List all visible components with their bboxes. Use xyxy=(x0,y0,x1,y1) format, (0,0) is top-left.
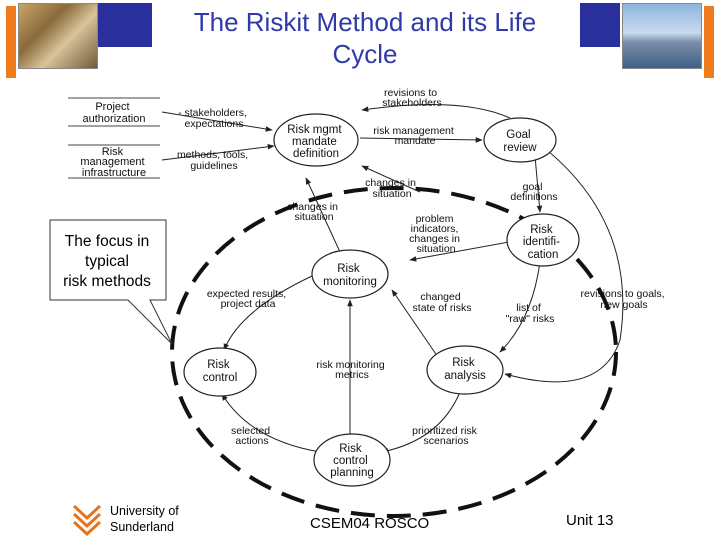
label-goal-definitions: goal definitions xyxy=(510,181,557,203)
node-goal-review-text: Goal review xyxy=(503,129,537,154)
callout-line-1: The focus in xyxy=(64,233,150,250)
label-monitoring-metrics: risk monitoring metrics xyxy=(316,359,387,381)
node-control xyxy=(183,347,257,397)
title-line-1: The Riskit Method and its Life xyxy=(193,7,537,37)
label-expected-results: expected results, project data xyxy=(207,288,289,310)
callout-line-2: typical xyxy=(85,253,129,270)
label-changes-situation-top: changes in situation xyxy=(365,177,419,200)
label-revisions-goals: revisions to goals, new goals xyxy=(581,288,668,311)
university-line-1: University of xyxy=(110,504,179,518)
slide-title: The Riskit Method and its Life Cycle xyxy=(140,6,590,70)
harbour-photo-image xyxy=(622,3,702,69)
label-changes-situation-left: changes in situation xyxy=(287,201,341,223)
university-name: University of Sunderland xyxy=(110,503,179,535)
node-monitoring xyxy=(311,249,389,299)
callout-line-3: risk methods xyxy=(63,273,151,290)
office-photo-image xyxy=(18,3,98,69)
header-orange-bar-left xyxy=(6,6,16,78)
label-methods-tools: methods, tools, guidelines xyxy=(177,149,251,172)
node-identification xyxy=(506,213,580,267)
node-monitoring-text: Risk monitoring xyxy=(323,263,377,288)
university-logo-icon xyxy=(72,504,102,536)
diagram-arrows xyxy=(161,104,624,454)
callout-text: The focus in typical risk methods xyxy=(44,232,170,292)
focus-dashed-ellipse xyxy=(170,186,618,518)
label-changed-state: changed state of risks xyxy=(413,291,472,314)
input-project-authorization-text: Project authorization xyxy=(83,101,146,125)
header-blue-block-right xyxy=(580,3,620,47)
input-box-risk-infrastructure xyxy=(68,144,160,179)
node-analysis-text: Risk analysis xyxy=(444,357,486,382)
unit-label: Unit 13 xyxy=(566,512,614,529)
node-planning-text: Risk control planning xyxy=(330,443,373,479)
node-identification-text: Risk identifi- cation xyxy=(523,224,563,261)
node-mandate xyxy=(273,113,359,167)
label-selected-actions: selected actions xyxy=(231,425,273,447)
node-planning xyxy=(313,433,391,487)
label-stakeholders-expectations: - stakeholders, expectations xyxy=(178,107,250,130)
node-analysis xyxy=(426,345,504,395)
label-list-raw-risks: list of "raw" risks xyxy=(506,302,555,325)
label-revisions-stakeholders: revisions to stakeholders xyxy=(382,87,442,109)
node-control-text: Risk control xyxy=(203,359,238,384)
label-problem-indicators: problem indicators, changes in situation xyxy=(409,213,463,255)
header-orange-bar-right xyxy=(704,6,714,78)
input-risk-infrastructure-text: Risk management infrastructure xyxy=(80,146,147,179)
course-name: ROSCO xyxy=(374,515,430,532)
title-line-2: Cycle xyxy=(332,39,398,69)
course-code: CSEM04 xyxy=(310,515,371,532)
label-risk-mgmt-mandate: risk management mandate xyxy=(373,125,456,147)
callout-bubble xyxy=(49,219,173,345)
label-prioritized-scenarios: prioritized risk scenarios xyxy=(412,425,480,447)
node-goal-review xyxy=(483,117,557,163)
university-line-2: Sunderland xyxy=(110,520,174,534)
node-mandate-text: Risk mgmt mandate definition xyxy=(287,124,345,160)
course-label: CSEM04 ROSCO xyxy=(310,515,429,532)
input-box-project-authorization xyxy=(68,97,160,127)
